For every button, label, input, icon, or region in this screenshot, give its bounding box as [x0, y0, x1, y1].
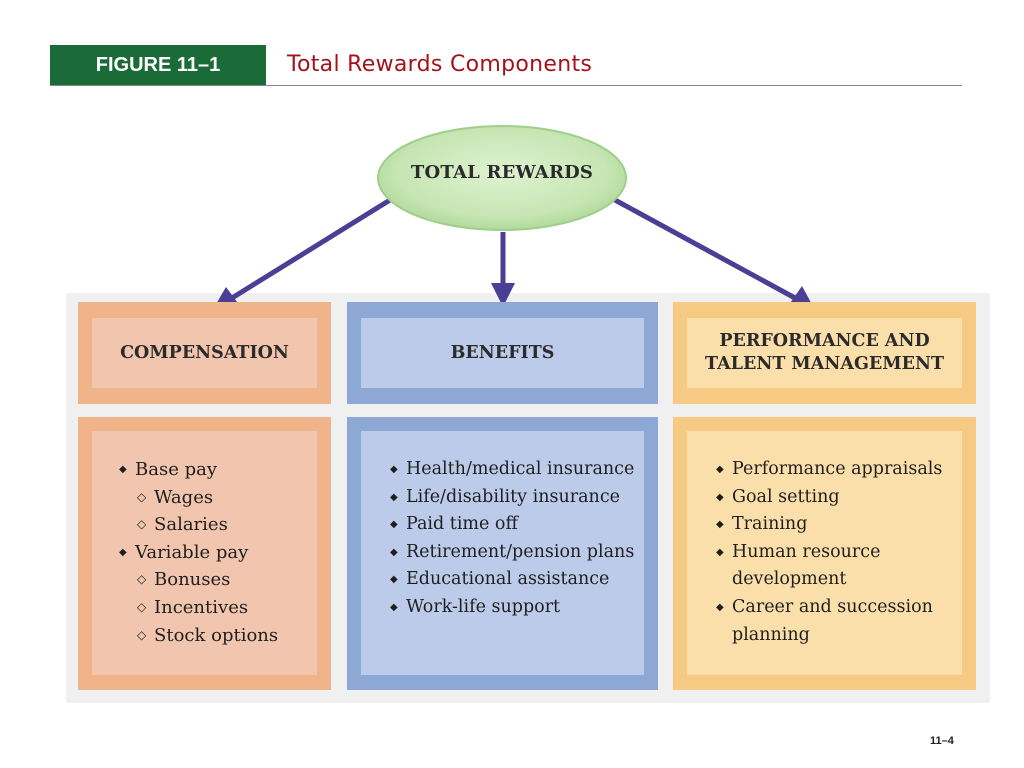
compensation-panel: ◆ Base pay ◇ Wages ◇ Salaries ◆ Variable pay ◇ Bo… [78, 417, 331, 690]
list-item: ◇ Salaries [118, 511, 278, 539]
diamond-bullet-icon: ◆ [716, 464, 724, 475]
arrow-to-benefits [491, 232, 515, 307]
talent-management-list: ◆ Performance appraisals ◆ Goal setting ◆ Tra… [715, 456, 942, 649]
list-item: ◆ Goal setting [715, 484, 942, 512]
list-item-text: Paid time off [406, 514, 518, 535]
list-item: ◆ Training [715, 511, 942, 539]
hollow-diamond-icon: ◇ [137, 572, 147, 587]
arrow-to-talent-management [613, 197, 815, 310]
diamond-bullet-icon: ◆ [390, 491, 398, 503]
diamond-bullet-icon: ◆ [716, 519, 724, 531]
list-item: ◆ Paid time off [389, 511, 634, 539]
diamond-bullet-icon: ◆ [390, 574, 398, 586]
list-item-text: Performance appraisals [732, 459, 943, 479]
list-item-text: Goal setting [732, 486, 840, 507]
column-title-line: TALENT MANAGEMENT [705, 354, 944, 374]
list-item-text: Variable pay [135, 541, 249, 563]
list-item-text: Training [732, 514, 808, 535]
total-rewards-ellipse [377, 125, 627, 231]
list-item: ◆ Health/medical insurance [389, 456, 634, 484]
total-rewards-label: TOTAL REWARDS [410, 162, 594, 183]
list-item: development [715, 566, 942, 594]
list-item: ◆ Educational assistance [389, 566, 634, 594]
list-item: ◆ Retirement/pension plans [389, 539, 634, 567]
benefits-header: BENEFITS [347, 302, 658, 404]
list-item-text: planning [732, 624, 810, 645]
hollow-diamond-icon: ◇ [137, 627, 147, 642]
diamond-bullet-icon: ◆ [716, 546, 724, 558]
list-item: ◆ Work-life support [389, 594, 634, 622]
compensation-header: COMPENSATION [78, 302, 331, 404]
hollow-diamond-icon: ◇ [137, 517, 147, 532]
column-title-line: PERFORMANCE AND [719, 331, 930, 352]
diamond-bullet-icon: ◆ [390, 546, 398, 558]
list-item-text: Base pay [135, 459, 217, 480]
list-item: ◆ Career and succession [715, 594, 942, 622]
list-item-text: Life/disability insurance [406, 486, 620, 507]
diamond-bullet-icon: ◆ [119, 546, 127, 558]
list-item: ◆ Human resource [715, 539, 942, 567]
column-title-line: BENEFITS [450, 342, 555, 363]
figure-title: Total Rewards Components [287, 52, 593, 77]
diamond-bullet-icon: ◆ [390, 519, 398, 531]
column-title-line: COMPENSATION [120, 342, 289, 363]
figure-label: FIGURE 11–1 [50, 45, 266, 85]
benefits-panel: ◆ Health/medical insurance ◆ Life/disabilit… [347, 417, 658, 690]
compensation-list: ◆ Base pay ◇ Wages ◇ Salaries ◆ Variable pay ◇ Bo… [118, 456, 278, 649]
list-item-text: Health/medical insurance [406, 459, 635, 479]
list-item-text: Stock options [154, 624, 279, 646]
list-item-text: development [732, 569, 847, 590]
hollow-diamond-icon: ◇ [137, 489, 147, 504]
list-item-text: Salaries [154, 514, 228, 536]
list-item: ◆ Variable pay [118, 539, 278, 567]
hollow-diamond-icon: ◇ [137, 599, 147, 614]
list-item-text: Career and succession [732, 596, 933, 617]
list-item-text: Incentives [154, 596, 249, 618]
diamond-bullet-icon: ◆ [716, 601, 724, 613]
list-item-text: Bonuses [154, 569, 231, 591]
compensation-title: COMPENSATION [92, 318, 317, 388]
list-item-text: Work-life support [406, 596, 561, 617]
list-item: ◇ Wages [118, 484, 278, 512]
list-item-text: Retirement/pension plans [406, 541, 635, 562]
title-rule [50, 85, 962, 86]
list-item: planning [715, 622, 942, 650]
talent-management-panel: ◆ Performance appraisals ◆ Goal setting ◆ Tra… [673, 417, 976, 690]
list-item-text: Human resource [732, 541, 881, 562]
list-item: ◇ Incentives [118, 594, 278, 622]
diamond-bullet-icon: ◆ [119, 464, 127, 475]
diamond-bullet-icon: ◆ [390, 464, 398, 475]
page-number: 11–4 [930, 735, 954, 747]
list-item: ◆ Base pay [118, 456, 278, 484]
diamond-bullet-icon: ◆ [716, 491, 724, 503]
diamond-bullet-icon: ◆ [390, 601, 398, 613]
list-item-text: Educational assistance [406, 569, 610, 590]
list-item: ◇ Stock options [118, 622, 278, 650]
list-item-text: Wages [154, 486, 214, 508]
list-item: ◇ Bonuses [118, 566, 278, 594]
benefits-list: ◆ Health/medical insurance ◆ Life/disabilit… [389, 456, 634, 622]
benefits-title: BENEFITS [361, 318, 644, 388]
arrow-to-compensation [212, 197, 392, 311]
list-item: ◆ Performance appraisals [715, 456, 942, 484]
list-item: ◆ Life/disability insurance [389, 484, 634, 512]
